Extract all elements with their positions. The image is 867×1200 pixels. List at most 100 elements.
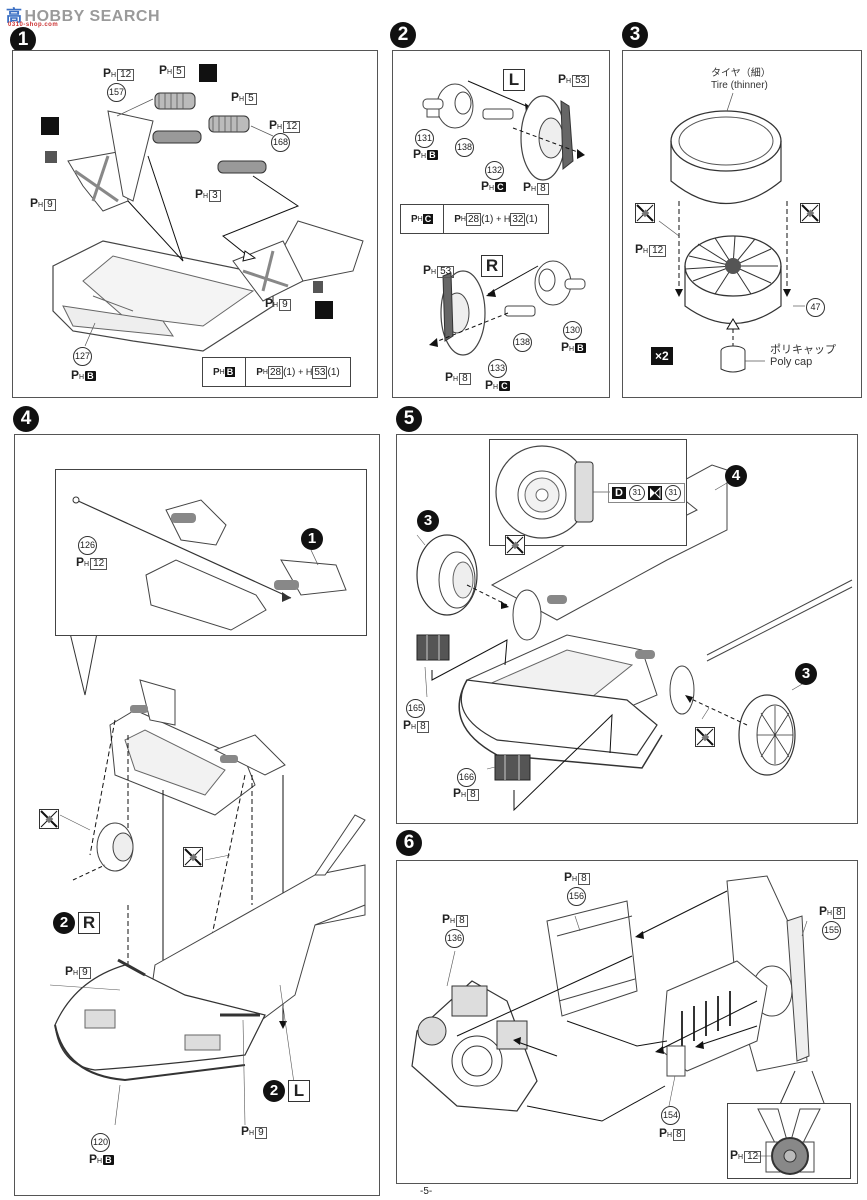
part-165: 165 bbox=[406, 699, 425, 718]
no-glue-icon bbox=[39, 809, 59, 829]
step-number-2: 2 bbox=[390, 22, 416, 48]
part-166: 166 bbox=[457, 768, 476, 787]
step-5-brake-inset: D 31 31 bbox=[489, 439, 687, 546]
step-ref-3: 3 bbox=[417, 510, 439, 532]
part-120: 120 bbox=[91, 1133, 110, 1152]
step-ref-3: 3 bbox=[795, 663, 817, 685]
decal-icon bbox=[315, 301, 333, 319]
part-133: 133 bbox=[488, 359, 507, 378]
step-number-6: 6 bbox=[396, 830, 422, 856]
part-155: 155 bbox=[822, 921, 841, 940]
step-ref-2-left: 2 L bbox=[263, 1080, 310, 1102]
step-ref-4: 4 bbox=[725, 465, 747, 487]
polycap-label-en: Poly cap bbox=[770, 356, 813, 368]
side-label-right: R bbox=[481, 255, 503, 277]
step-2-drawing bbox=[422, 80, 586, 356]
part-127: 127 bbox=[73, 347, 92, 366]
step-4-drawing bbox=[49, 632, 366, 1126]
part-130: 130 bbox=[563, 321, 582, 340]
step-3-drawing bbox=[658, 92, 805, 373]
part-136: 136 bbox=[445, 929, 464, 948]
polycap-label: ポリキャップ Poly cap bbox=[770, 344, 836, 368]
watermark-subtext: 0310-shop.com bbox=[8, 22, 59, 28]
part-132: 132 bbox=[485, 161, 504, 180]
part-47: 47 bbox=[806, 298, 825, 317]
tire-label-jp: タイヤ（細） bbox=[711, 68, 771, 79]
side-label-left: L bbox=[288, 1080, 310, 1102]
decal-icon bbox=[41, 117, 59, 135]
step-ref-1: 1 bbox=[301, 528, 323, 550]
polycap-label-jp: ポリキャップ bbox=[770, 344, 836, 356]
step-number-1: 1 bbox=[10, 27, 36, 53]
decal-ref: D 31 31 bbox=[608, 483, 685, 503]
step-1-drawing bbox=[45, 92, 364, 352]
step-ref-2: 2 bbox=[263, 1080, 285, 1102]
part-138: 138 bbox=[513, 333, 532, 352]
part-168: 168 bbox=[271, 133, 290, 152]
no-glue-icon bbox=[505, 535, 525, 555]
decal-number: 31 bbox=[628, 485, 645, 501]
decal-placement-icon bbox=[647, 486, 662, 500]
decal-number: 31 bbox=[664, 485, 681, 501]
step-number-3: 3 bbox=[622, 22, 648, 48]
watermark-text: HOBBY SEARCH bbox=[24, 8, 161, 25]
part-138: 138 bbox=[455, 138, 474, 157]
step-ref-2-right: 2 R bbox=[53, 912, 100, 934]
step-number-5: 5 bbox=[396, 406, 422, 432]
part-157: 157 bbox=[107, 83, 126, 102]
watermark-logo: 高 bbox=[6, 8, 23, 25]
engine-front-inset-drawing bbox=[756, 1108, 821, 1175]
side-label-right: R bbox=[78, 912, 100, 934]
part-154: 154 bbox=[661, 1106, 680, 1125]
no-glue-icon bbox=[695, 727, 715, 747]
no-glue-icon bbox=[635, 203, 655, 223]
side-label-left: L bbox=[503, 69, 525, 91]
step-6-drawing bbox=[411, 875, 828, 1122]
tire-label-en: Tire (thinner) bbox=[711, 80, 768, 91]
quantity-badge: ×2 bbox=[651, 347, 673, 365]
no-glue-icon bbox=[800, 203, 820, 223]
step-4-inset-drawing bbox=[72, 496, 347, 631]
part-131: 131 bbox=[415, 129, 434, 148]
part-126: 126 bbox=[78, 536, 97, 555]
page-number: -5- bbox=[420, 1186, 433, 1197]
brake-inset-drawing bbox=[495, 445, 610, 539]
tire-label: タイヤ（細） Tire (thinner) bbox=[711, 68, 771, 92]
